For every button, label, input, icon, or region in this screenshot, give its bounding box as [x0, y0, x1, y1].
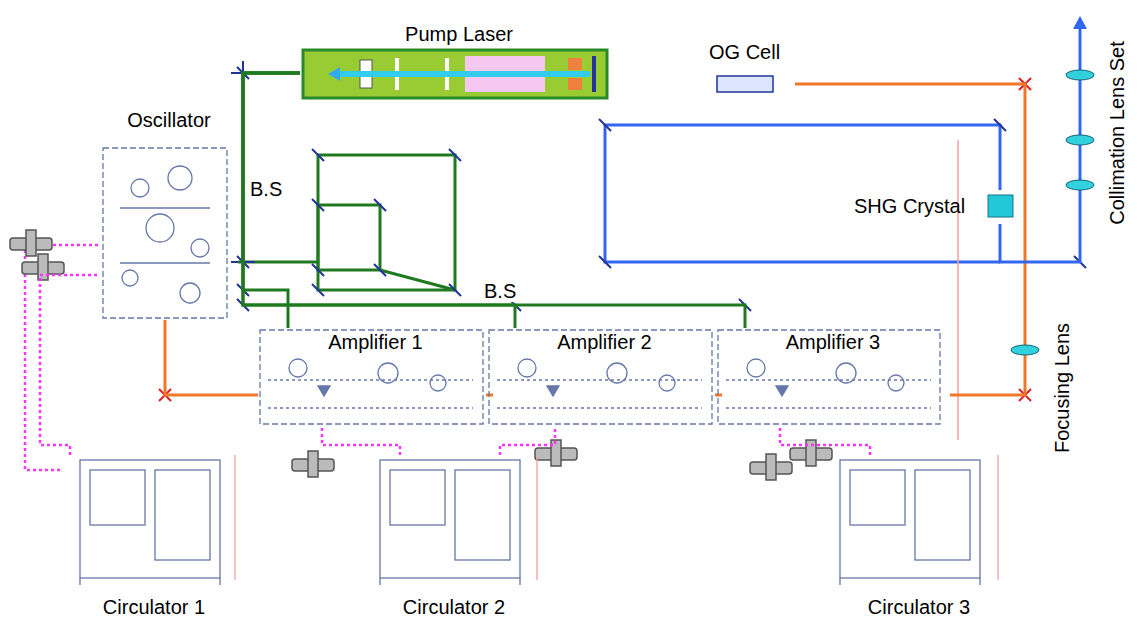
- laser-beam: [243, 73, 745, 328]
- node-label: Collimation Lens Set: [1105, 41, 1129, 224]
- node-label: Oscillator: [100, 108, 238, 132]
- shg-crystal: SHG Crystal: [850, 190, 1028, 224]
- pump-laser: Pump Laser: [300, 22, 618, 102]
- circulator-1: Circulator 1: [60, 455, 248, 623]
- amplifier-3: Amplifier 3: [716, 328, 950, 426]
- node-label: Pump Laser: [300, 22, 618, 46]
- node-label: OG Cell: [705, 40, 798, 64]
- node-label: Circulator 3: [820, 595, 1018, 619]
- circulator-2: Circulator 2: [355, 455, 553, 623]
- laser-beam: [243, 73, 515, 328]
- amplifier-2: Amplifier 2: [487, 328, 722, 426]
- laser-beam: [243, 73, 300, 328]
- beam-splitter-label: B.S: [482, 280, 518, 302]
- laser-beam: [165, 320, 258, 395]
- coolant-line: [780, 426, 870, 455]
- laser-beam: [950, 395, 1000, 396]
- node-label: Amplifier 1: [258, 330, 493, 354]
- circulator-3: Circulator 3: [820, 455, 1018, 623]
- focusing-lens: Focusing Lens: [1000, 325, 1085, 450]
- node-label: Amplifier 2: [487, 330, 722, 354]
- node-label: Amplifier 3: [716, 330, 950, 354]
- laser-beam: [1000, 224, 1080, 262]
- oscillator-drawing: [100, 108, 238, 320]
- og-cell: OG Cell: [705, 40, 798, 96]
- beam-splitter-label: B.S: [248, 178, 284, 200]
- node-label: Circulator 1: [60, 595, 248, 619]
- laser-beam: [238, 73, 300, 262]
- coolant-line: [322, 426, 400, 455]
- coolant-line: [500, 426, 555, 455]
- node-label: Focusing Lens: [1050, 322, 1074, 452]
- collimation-lens-set: Collimation Lens Set: [1060, 15, 1135, 250]
- amplifier-1: Amplifier 1: [258, 328, 493, 426]
- oscillator: Oscillator: [100, 108, 238, 320]
- node-label: SHG Crystal: [850, 194, 1028, 218]
- coolant-line: [40, 275, 100, 455]
- node-label: Circulator 2: [355, 595, 553, 619]
